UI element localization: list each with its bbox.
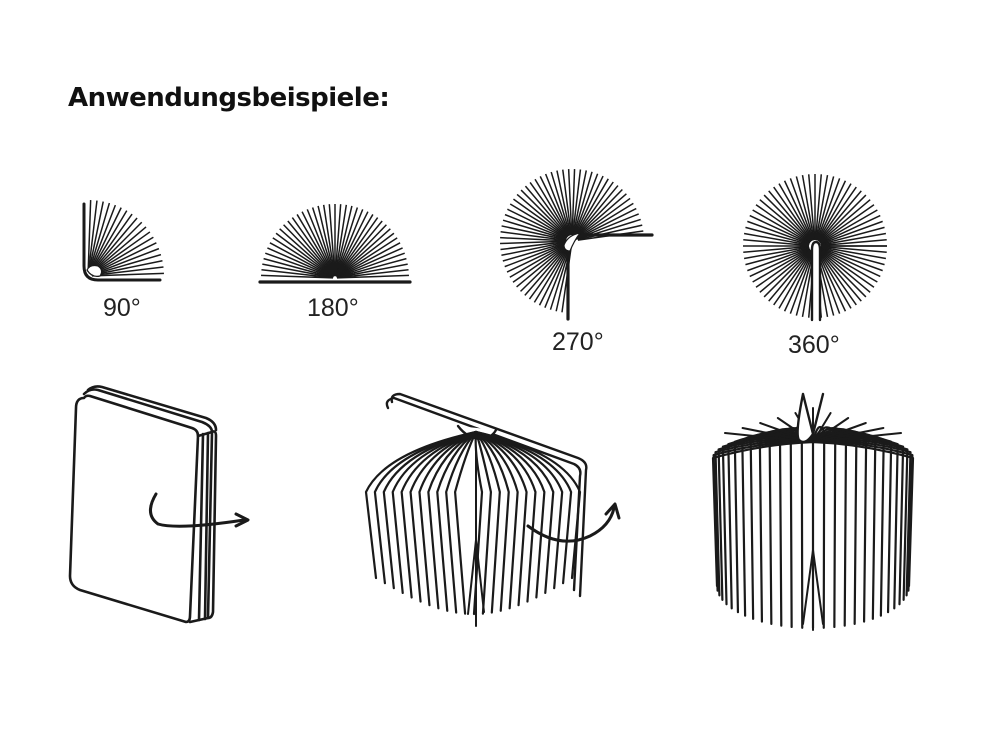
angle-label-360: 360° (788, 331, 840, 359)
angle-label-270: 270° (552, 328, 604, 356)
fan-270-icon (500, 165, 660, 325)
fan-90-icon (78, 200, 168, 290)
fan-180-icon (258, 200, 412, 290)
fully-open-book-illustration (705, 390, 920, 635)
rotate-arrow-icon (149, 492, 250, 528)
page-title: Anwendungsbeispiele: (68, 83, 390, 113)
closed-book-illustration (66, 385, 256, 626)
fan-360-icon (740, 172, 890, 322)
angle-label-180: 180° (307, 294, 359, 322)
angle-label-90: 90° (103, 294, 141, 322)
half-open-book-illustration (360, 390, 630, 630)
